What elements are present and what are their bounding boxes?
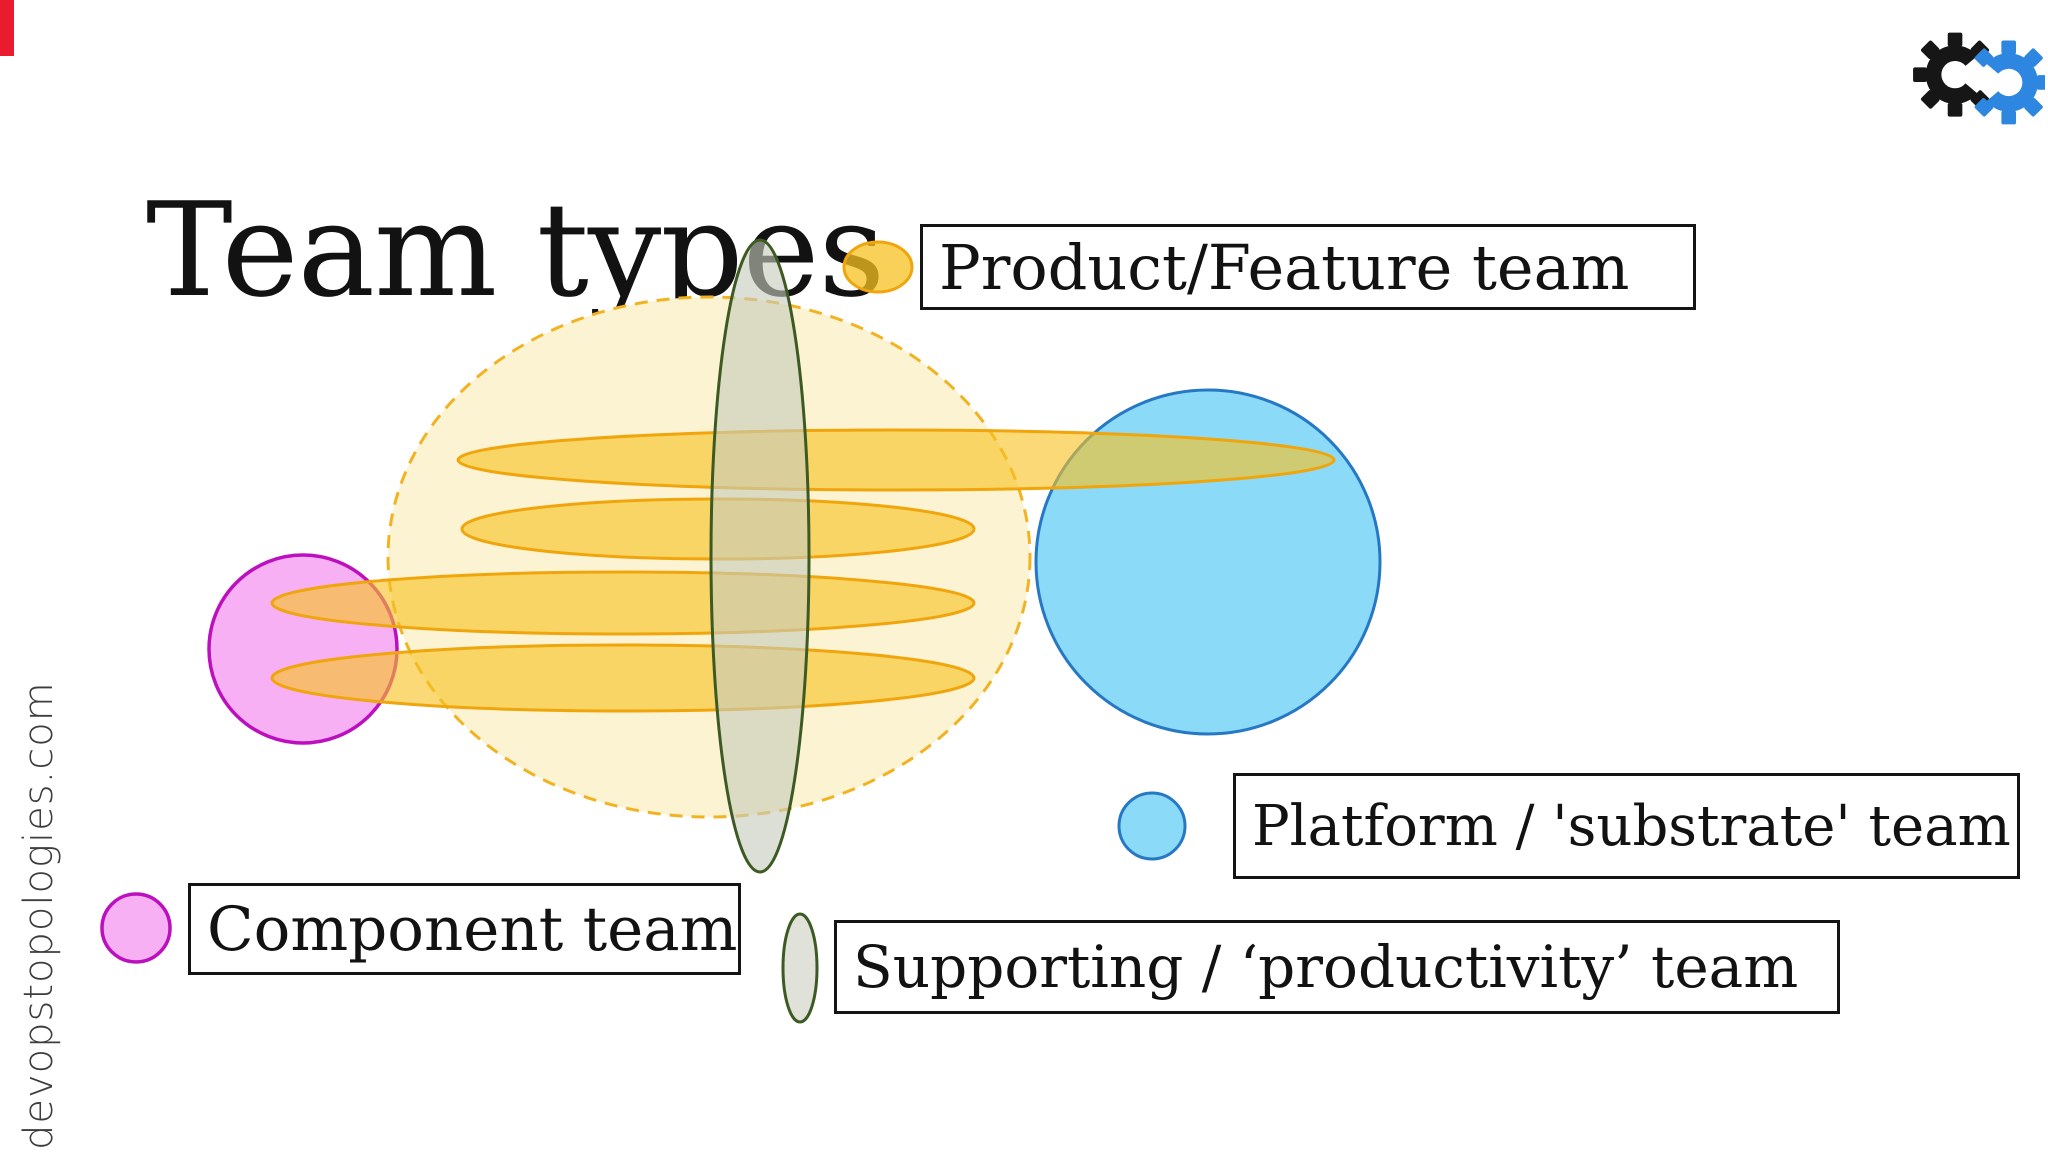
legend-swatch-platform-circle bbox=[1117, 791, 1187, 861]
top-left-red-marker bbox=[0, 0, 14, 56]
label-product-feature-team: Product/Feature team bbox=[920, 224, 1696, 310]
black-gear-icon bbox=[1913, 32, 1990, 117]
product-team-ellipse-3 bbox=[270, 570, 976, 636]
label-platform-substrate-team-text: Platform / 'substrate' team bbox=[1252, 793, 2011, 859]
logo-gears-icon bbox=[1913, 32, 2045, 125]
product-team-ellipse-4 bbox=[270, 643, 976, 713]
blue-gear-icon bbox=[1974, 40, 2045, 125]
product-team-ellipse-1 bbox=[456, 428, 1336, 492]
supporting-team-ellipse bbox=[709, 238, 811, 874]
label-supporting-productivity-team: Supporting / ‘productivity’ team bbox=[834, 920, 1840, 1014]
label-component-team-text: Component team bbox=[207, 893, 738, 965]
label-component-team: Component team bbox=[188, 883, 741, 975]
label-platform-substrate-team: Platform / 'substrate' team bbox=[1233, 773, 2020, 879]
label-supporting-productivity-team-text: Supporting / ‘productivity’ team bbox=[853, 933, 1799, 1001]
legend-swatch-supporting-ellipse bbox=[781, 912, 819, 1024]
legend-swatch-component-circle bbox=[100, 892, 172, 964]
label-product-feature-team-text: Product/Feature team bbox=[939, 230, 1630, 304]
legend-swatch-product-ellipse bbox=[842, 240, 914, 294]
watermark-devopstopologies: devopstopologies.com bbox=[16, 681, 62, 1150]
